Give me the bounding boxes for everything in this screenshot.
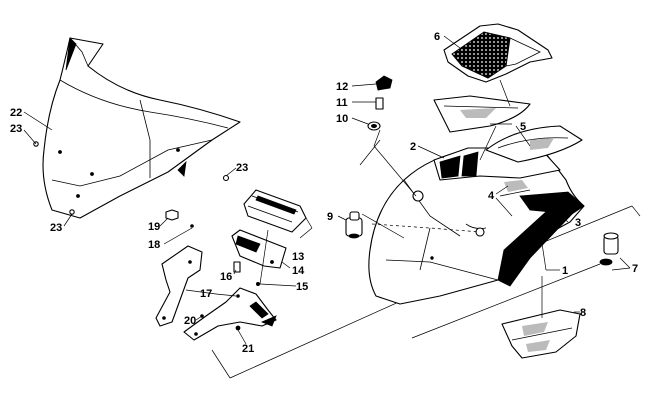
mesh-grille (443, 23, 553, 83)
gauge-cluster (243, 189, 307, 233)
callout-18: 18 (148, 239, 160, 251)
callout-20: 20 (184, 315, 196, 327)
callout-8: 8 (580, 307, 586, 319)
callout-22: 22 (10, 107, 22, 119)
callout-10: 10 (336, 113, 348, 125)
mounting-bracket-left (155, 245, 203, 327)
leader-lines (23, 35, 631, 345)
callout-19: 19 (148, 221, 160, 233)
gauge-bracket (231, 229, 287, 269)
fastener-knob-12 (375, 75, 393, 91)
callout-7: 7 (632, 263, 638, 275)
callout-15: 15 (296, 281, 308, 293)
bracket-hardware (165, 209, 241, 331)
callout-6: 6 (434, 31, 440, 43)
callout-13: 13 (292, 251, 304, 263)
bracket-nut-15 (255, 281, 260, 286)
lower-panel (501, 309, 581, 359)
callout-23-left: 23 (10, 123, 22, 135)
callout-11: 11 (336, 97, 348, 109)
vent-cover-lower (485, 125, 583, 163)
hood-latch (345, 211, 363, 239)
hood (368, 145, 585, 305)
callout-14: 14 (292, 265, 305, 277)
callout-23-right: 23 (236, 162, 248, 174)
fastener-stud-11 (375, 97, 384, 110)
bracket-screw-16 (233, 261, 241, 273)
callout-9: 9 (327, 211, 333, 223)
windshield (42, 37, 241, 219)
fastener-grommet-10 (367, 121, 381, 131)
mounting-bracket-right (183, 287, 277, 341)
callout-5: 5 (520, 121, 526, 133)
latch-assembly-7 (599, 232, 619, 266)
callout-3: 3 (575, 217, 581, 229)
callout-1: 1 (562, 265, 568, 277)
callout-labels: 1 2 3 4 5 6 7 8 9 10 11 12 13 14 15 16 1… (10, 31, 638, 355)
callout-21: 21 (242, 343, 254, 355)
callout-17: 17 (200, 288, 212, 300)
callout-2: 2 (410, 141, 416, 153)
windshield-screws (33, 141, 230, 215)
badge-4 (499, 180, 531, 197)
callout-4: 4 (488, 190, 495, 202)
vent-cover-upper (433, 95, 531, 133)
callout-16: 16 (220, 271, 232, 283)
callout-23-bottom: 23 (50, 222, 62, 234)
callout-12: 12 (336, 81, 348, 93)
